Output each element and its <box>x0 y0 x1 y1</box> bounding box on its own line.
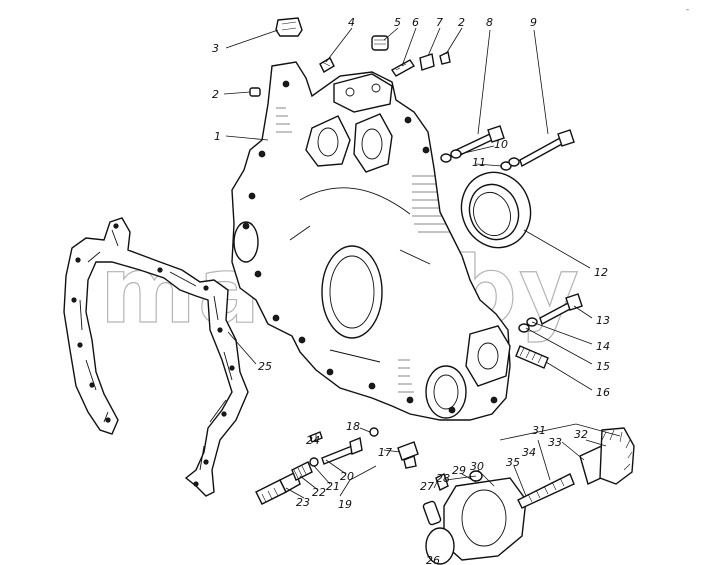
callout-1: 1 <box>214 130 221 143</box>
callout-26: 26 <box>426 554 440 565</box>
callout-30: 30 <box>470 460 484 473</box>
callout-12: 12 <box>594 266 608 279</box>
stud-6 <box>390 59 416 77</box>
bolt-8 <box>455 125 505 157</box>
callout-15: 15 <box>596 360 610 373</box>
callout-35: 35 <box>506 456 520 469</box>
callout-17: 17 <box>378 446 392 459</box>
callout-2b: 2 <box>458 16 465 29</box>
relief-valve-19 <box>255 431 363 505</box>
callout-4: 4 <box>348 16 355 29</box>
bolt-9 <box>519 129 575 168</box>
callout-18: 18 <box>346 420 360 433</box>
callout-6: 6 <box>412 16 419 29</box>
pin-2a <box>249 87 261 97</box>
plug-17 <box>397 441 419 469</box>
callout-19: 19 <box>338 498 352 511</box>
callout-11: 11 <box>472 156 486 169</box>
callout-22: 22 <box>312 486 326 499</box>
leader-lines <box>223 27 621 499</box>
bolt-13 <box>539 293 583 326</box>
callout-labels: 1 2 3 4 5 6 7 2 8 9 10 11 12 13 14 15 16… <box>212 16 610 565</box>
callout-28: 28 <box>436 472 450 485</box>
plug-3 <box>275 17 303 37</box>
callout-33: 33 <box>548 436 562 449</box>
callout-16: 16 <box>596 386 610 399</box>
bolt-7 <box>419 53 435 71</box>
washer-18 <box>369 427 379 437</box>
callout-23: 23 <box>296 496 310 509</box>
pin-2b <box>439 50 451 65</box>
callout-29: 29 <box>452 464 466 477</box>
callout-7: 7 <box>436 16 443 29</box>
stud-4 <box>319 57 335 73</box>
callout-5: 5 <box>394 16 401 29</box>
callout-20: 20 <box>340 470 354 483</box>
washers-10-11 <box>440 149 520 171</box>
callout-27: 27 <box>420 480 434 493</box>
callout-10: 10 <box>494 138 508 151</box>
oil-seal-12 <box>460 171 532 249</box>
callout-14: 14 <box>596 340 610 353</box>
callout-34: 34 <box>522 446 536 459</box>
callout-32: 32 <box>574 428 588 441</box>
callout-21: 21 <box>326 480 340 493</box>
callout-24: 24 <box>306 434 320 447</box>
callout-3: 3 <box>212 42 219 55</box>
pump-drive-assembly <box>422 427 635 565</box>
callout-31: 31 <box>532 424 546 437</box>
gasket <box>63 217 249 497</box>
plug-5 <box>371 35 389 51</box>
timing-gear-housing <box>231 61 511 421</box>
stud-16 <box>515 345 549 369</box>
corner-mark: - <box>686 5 689 15</box>
callout-8: 8 <box>486 16 493 29</box>
callout-25: 25 <box>258 360 272 373</box>
callout-13: 13 <box>596 314 610 327</box>
callout-9: 9 <box>530 16 537 29</box>
callout-2: 2 <box>212 88 219 101</box>
